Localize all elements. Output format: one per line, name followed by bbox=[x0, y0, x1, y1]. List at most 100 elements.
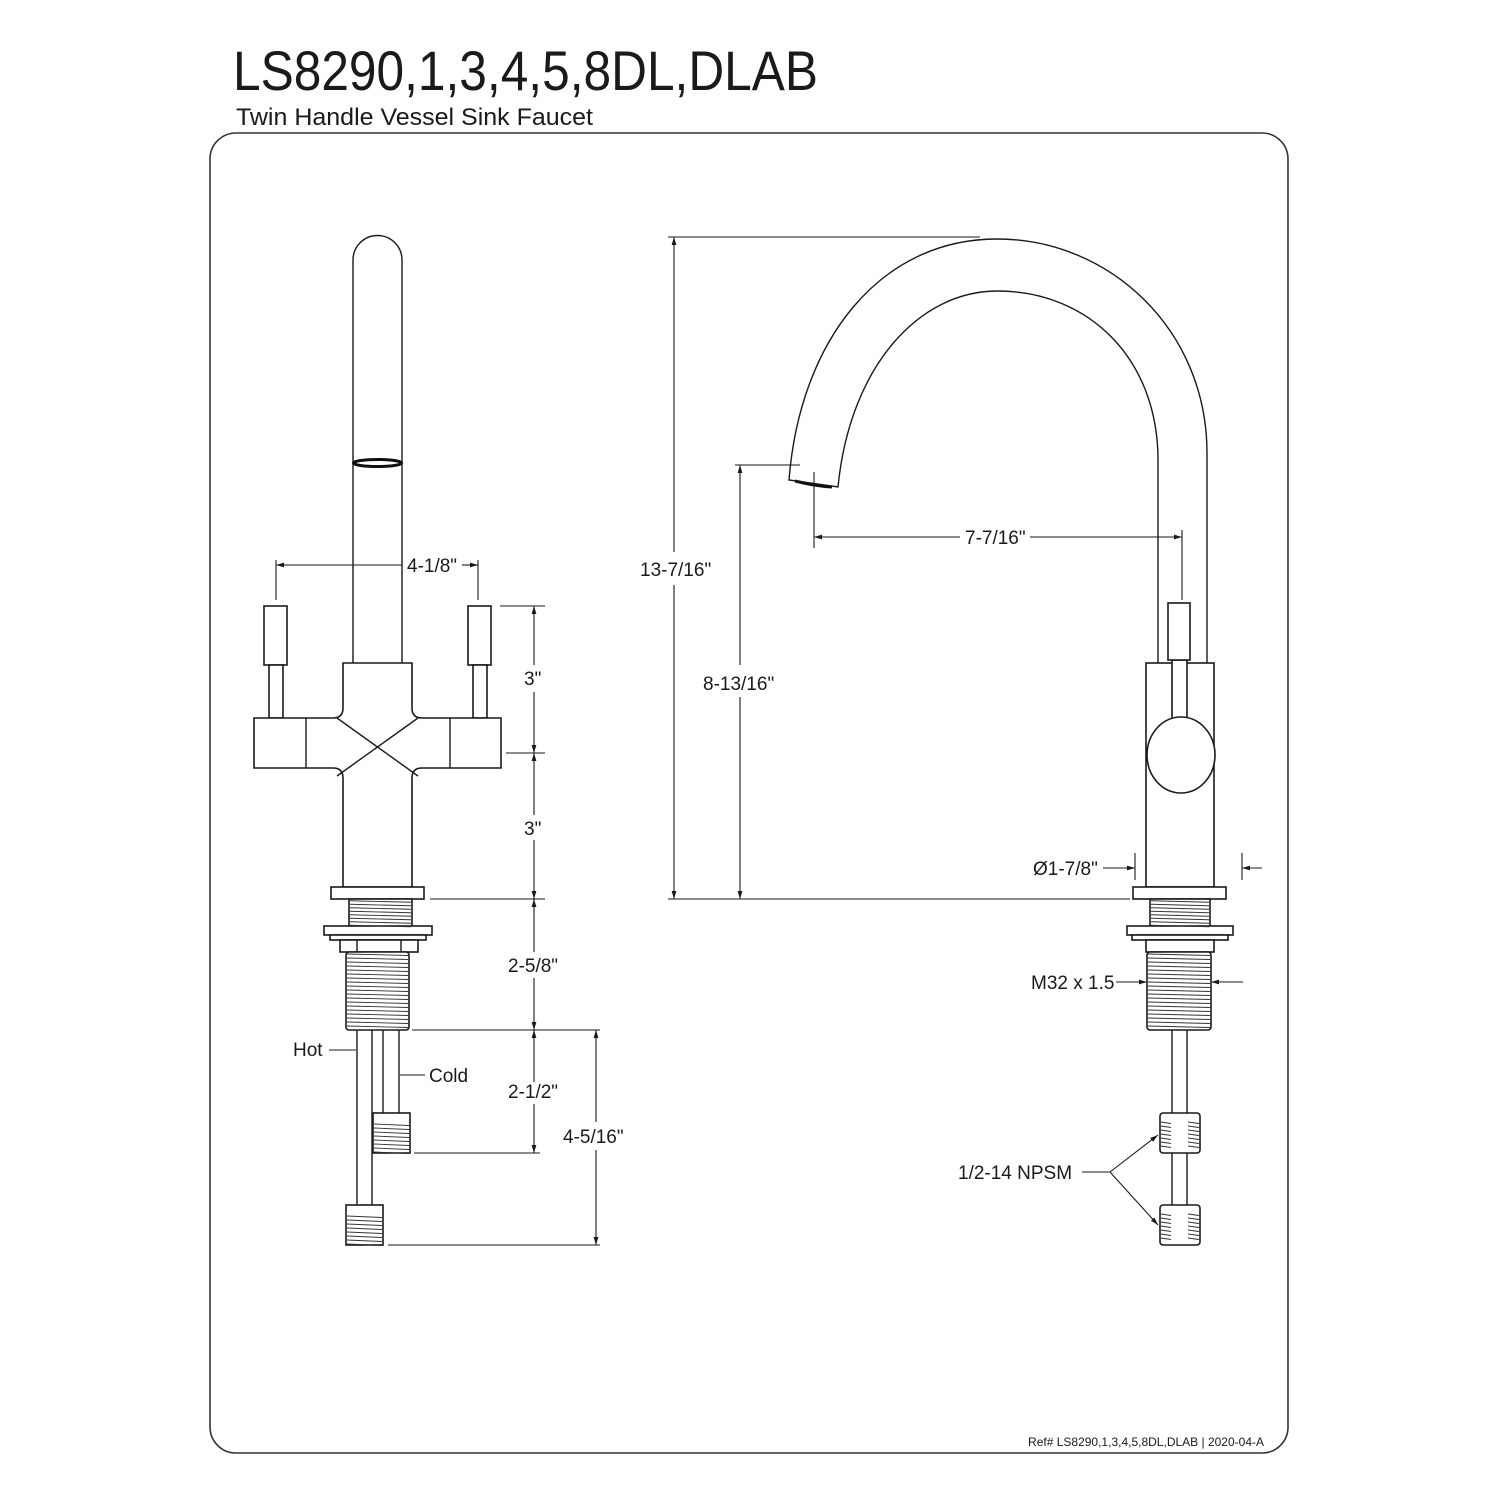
thread-line bbox=[1187, 1229, 1200, 1232]
thread-line bbox=[1160, 1229, 1172, 1232]
thread-line bbox=[346, 1001, 409, 1004]
thread-line bbox=[1160, 1145, 1172, 1148]
thread-line bbox=[1187, 1137, 1200, 1140]
front-washer bbox=[323, 925, 433, 936]
dim-thread: M32 x 1.5 bbox=[1031, 973, 1114, 994]
thread-line bbox=[1147, 997, 1211, 1000]
thread-line bbox=[1147, 973, 1211, 976]
thread-line bbox=[1147, 1013, 1211, 1016]
thread-line bbox=[1187, 1225, 1200, 1228]
thread-line bbox=[1147, 977, 1211, 980]
thread-line bbox=[373, 1143, 410, 1146]
thread-line bbox=[1150, 910, 1210, 914]
thread-line bbox=[346, 989, 409, 992]
side-handle-stem bbox=[1171, 659, 1188, 721]
thread-line bbox=[1160, 1125, 1172, 1128]
thread-line bbox=[349, 917, 412, 921]
side-washer bbox=[1126, 925, 1234, 936]
thread-line bbox=[349, 903, 412, 907]
side-handle-base bbox=[1146, 716, 1216, 794]
thread-line bbox=[1187, 1217, 1200, 1220]
front-spout bbox=[352, 234, 403, 663]
thread-line bbox=[1147, 957, 1211, 960]
thread-line bbox=[346, 1235, 383, 1238]
thread-line bbox=[1150, 917, 1210, 921]
thread-line bbox=[1160, 1137, 1172, 1140]
thread-line bbox=[1150, 900, 1210, 903]
thread-line bbox=[373, 1147, 410, 1150]
thread-line bbox=[1187, 1121, 1200, 1124]
thread-line bbox=[346, 1013, 409, 1016]
thread-line bbox=[1147, 989, 1211, 992]
thread-line bbox=[346, 1009, 409, 1012]
thread-line bbox=[346, 993, 409, 996]
thread-line bbox=[373, 1123, 410, 1126]
thread-line bbox=[346, 1005, 409, 1008]
thread-line bbox=[1147, 1001, 1211, 1004]
thread-line bbox=[1187, 1237, 1200, 1240]
thread-line bbox=[1147, 961, 1211, 964]
thread-line bbox=[1187, 1125, 1200, 1128]
thread-line bbox=[346, 997, 409, 1000]
thread-line bbox=[346, 973, 409, 976]
thread-line bbox=[1150, 907, 1210, 910]
thread-line bbox=[1150, 924, 1210, 928]
footer-reference: Ref# LS8290,1,3,4,5,8DL,DLAB | 2020-04-A bbox=[1028, 1435, 1264, 1449]
thread-line bbox=[1147, 953, 1211, 956]
front-nut bbox=[339, 939, 419, 953]
thread-line bbox=[373, 1127, 410, 1130]
page-subtitle: Twin Handle Vessel Sink Faucet bbox=[236, 104, 593, 131]
thread-line bbox=[1147, 993, 1211, 996]
side-spout bbox=[788, 238, 1208, 663]
dim-cold-line: 2-1/2" bbox=[508, 1082, 558, 1103]
page-title: LS8290,1,3,4,5,8DL,DLAB bbox=[233, 39, 818, 102]
thread-line bbox=[346, 1219, 383, 1222]
thread-line bbox=[346, 981, 409, 984]
thread-line bbox=[346, 1231, 383, 1234]
thread-line bbox=[1187, 1233, 1200, 1236]
dim-shank-length: 2-5/8" bbox=[508, 956, 558, 977]
thread-line bbox=[1160, 1129, 1172, 1132]
thread-line bbox=[1147, 1017, 1211, 1020]
hot-handle bbox=[263, 605, 288, 666]
thread-line bbox=[1160, 1221, 1172, 1224]
thread-line bbox=[1147, 981, 1211, 984]
thread-lines bbox=[1160, 1121, 1200, 1240]
thread-line bbox=[1147, 969, 1211, 972]
dim-overall-height: 13-7/16" bbox=[640, 560, 711, 581]
dim-base-diameter: Ø1-7/8" bbox=[1033, 859, 1098, 880]
thread-line bbox=[1147, 1009, 1211, 1012]
thread-line bbox=[1160, 1213, 1172, 1216]
dim-lower-height: 3" bbox=[524, 819, 541, 840]
thread-line bbox=[1187, 1221, 1200, 1224]
cold-handle-stem bbox=[472, 664, 488, 719]
thread-line bbox=[346, 1215, 383, 1218]
thread-line bbox=[346, 1021, 409, 1024]
dim-upper-height: 3" bbox=[524, 669, 541, 690]
thread-line bbox=[1147, 1005, 1211, 1008]
thread-line bbox=[346, 953, 409, 956]
thread-line bbox=[1187, 1141, 1200, 1144]
thread-line bbox=[349, 900, 412, 903]
thread-line bbox=[346, 1227, 383, 1230]
thread-line bbox=[349, 910, 412, 914]
cold-handle bbox=[467, 605, 492, 666]
thread-line bbox=[346, 1223, 383, 1226]
dim-hot-line: 4-5/16" bbox=[563, 1127, 624, 1148]
thread-line bbox=[346, 961, 409, 964]
front-flange bbox=[330, 886, 425, 900]
dim-spout-height: 8-13/16" bbox=[703, 674, 774, 695]
thread-line bbox=[373, 1131, 410, 1134]
thread-line bbox=[346, 1239, 383, 1242]
side-nut bbox=[1145, 939, 1215, 953]
thread-line bbox=[373, 1139, 410, 1142]
thread-line bbox=[349, 907, 412, 910]
cold-label: Cold bbox=[429, 1066, 468, 1087]
thread-line bbox=[346, 1017, 409, 1020]
thread-line bbox=[1150, 903, 1210, 907]
thread-line bbox=[1160, 1233, 1172, 1236]
thread-line bbox=[346, 957, 409, 960]
thread-line bbox=[1187, 1129, 1200, 1132]
thread-line bbox=[1187, 1145, 1200, 1148]
